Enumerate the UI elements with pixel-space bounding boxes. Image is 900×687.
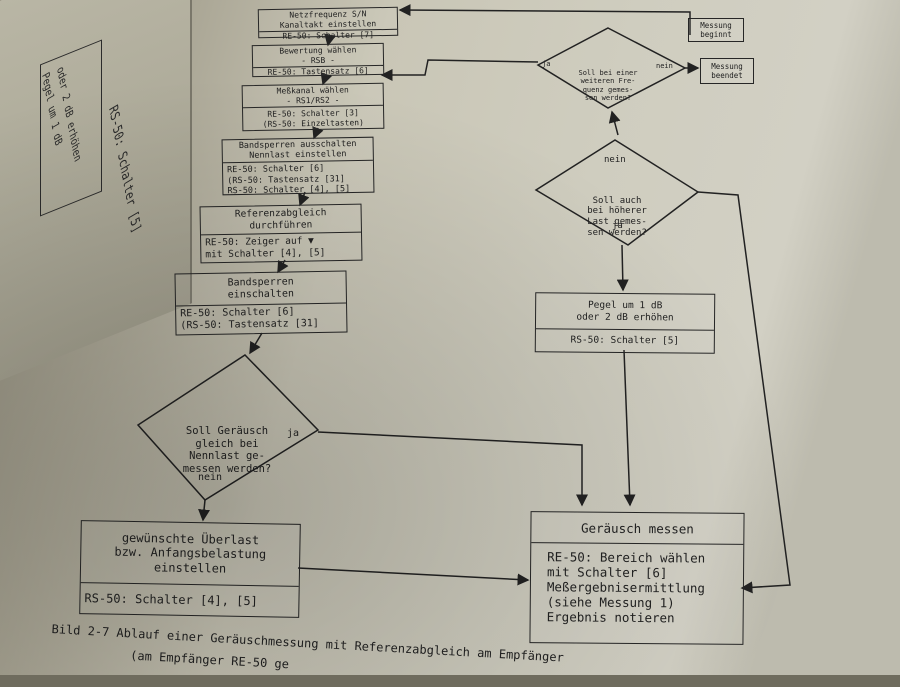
- box-text: beendet: [711, 71, 743, 80]
- box-text: einstellen: [153, 560, 227, 576]
- box-text: RS-50: Schalter [4], [5]: [227, 183, 351, 196]
- decision-text: Soll bei einer: [578, 68, 638, 77]
- box-text: Kanaltakt einstellen: [279, 18, 377, 30]
- label-d3-no: nein: [656, 62, 673, 70]
- decision-text: sen werden?: [584, 93, 632, 102]
- box-text: RS-50: Schalter [5]: [570, 334, 680, 347]
- box-text: RE-50: Bereich wählen: [547, 549, 706, 566]
- box-text: bzw. Anfangsbelastung: [114, 544, 267, 562]
- label-d1-no: nein: [198, 472, 223, 483]
- box-text: Referenzabgleich: [234, 207, 327, 221]
- box-text: Geräusch messen: [580, 520, 694, 536]
- decision-text: Soll auch: [592, 195, 642, 206]
- box-text: (RS-50: Einzeltasten): [262, 117, 364, 129]
- box-text: oder 2 dB erhöhen: [576, 311, 674, 323]
- decision-text: weiteren Fre-: [580, 77, 636, 86]
- label-d3-yes: ja: [542, 60, 551, 68]
- decision-text: Nennlast ge-: [189, 450, 265, 463]
- decision-diamond-3: [536, 27, 687, 109]
- box-text: (RS-50: Tastensatz [31]: [180, 317, 319, 332]
- label-d2-yes: ja: [612, 221, 623, 231]
- decision-text: messen werden?: [182, 462, 272, 475]
- box-bewertung: Bewertung wählen- RSB - RE-50: Tastensat…: [251, 42, 385, 78]
- box-text: Nennlast einstellen: [249, 149, 347, 162]
- box-text: Messung: [711, 62, 743, 71]
- decision-text: Last gemes-: [587, 217, 647, 228]
- box-text: - RSB -: [301, 55, 335, 65]
- label-d1-yes: ja: [287, 428, 300, 439]
- decision-text: quenz gemes-: [582, 85, 634, 94]
- box-text: beginnt: [700, 30, 732, 39]
- label-d2-no: nein: [604, 155, 626, 165]
- decision-diamond-2: [534, 139, 700, 246]
- decision-text: gleich bei: [195, 437, 259, 450]
- decision-text: sen werden?: [587, 227, 647, 238]
- box-text: RS-50: Schalter [4], [5]: [84, 590, 258, 608]
- box-text: mit Schalter [6]: [546, 564, 668, 581]
- box-text: Ergebnis notieren: [546, 609, 675, 626]
- decision-text: Soll Geräusch: [185, 425, 269, 438]
- box-text: - RS1/RS2 -: [286, 95, 340, 106]
- box-text: (siehe Messung 1): [546, 594, 675, 611]
- box-text: Messung: [700, 21, 732, 30]
- box-text: Pegel um 1 dB: [587, 299, 663, 312]
- box-messkanal: Meßkanal wählen- RS1/RS2 - RE-50: Schalt…: [241, 82, 385, 132]
- box-text: einschalten: [227, 287, 295, 301]
- decision-text: bei höherer: [587, 206, 647, 217]
- box-text: Meßergebnisermittlung: [546, 579, 706, 596]
- box-text: mit Schalter [4], [5]: [205, 246, 326, 260]
- box-text: durchführen: [249, 219, 313, 232]
